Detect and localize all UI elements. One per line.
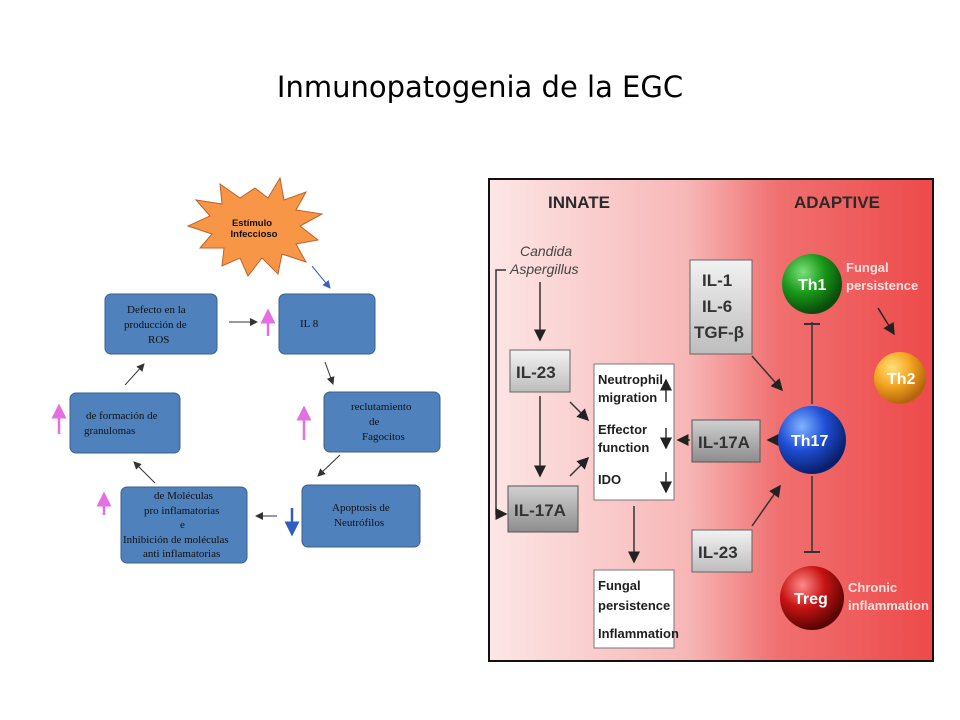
node-ros-line-1: Defecto en la (127, 304, 186, 316)
arrow-granulomas-to-ros (124, 363, 145, 386)
cytokines-box (689, 259, 753, 355)
node-moleculas-line-5: anti inflamatorias (143, 548, 220, 560)
node-moleculas-line-2: pro inflamatorias (144, 505, 219, 517)
node-reclutamiento-line-3: Fagocitos (362, 431, 405, 443)
immunopathogenesis-cycle-diagram: Estímulo Infeccioso IL 8 reclutamiento d… (51, 176, 441, 564)
effect-ido: IDO (598, 472, 621, 487)
th2-label: Th2 (887, 371, 916, 388)
node-moleculas: de Moléculas pro inflamatorias e Inhibic… (120, 486, 248, 564)
node-ros-line-2: producción de (124, 319, 187, 331)
th1-cell (782, 254, 842, 314)
effect-migration: migration (598, 390, 657, 405)
arrow-il8-to-reclutamiento (324, 361, 335, 385)
node-moleculas-line-3: e (180, 519, 185, 531)
cytokine-il6: IL-6 (702, 297, 732, 316)
innate-adaptive-figure: INNATE ADAPTIVE Candida Aspergillus IL-2… (488, 178, 934, 662)
il17a-left-box (507, 485, 579, 533)
th1-label: Th1 (798, 277, 827, 294)
arrow-th1-to-th2 (877, 307, 895, 336)
node-apoptosis: Apoptosis de Neutrófilos (301, 484, 421, 548)
il23-mid-box (691, 529, 753, 573)
treg-cell (780, 566, 844, 630)
il23-mid-label: IL-23 (698, 543, 738, 562)
th17-cell (778, 406, 846, 474)
il23-left-label: IL-23 (516, 363, 556, 382)
node-granulomas-line-1: de formación de (86, 410, 158, 422)
pathogen-bracket-arrow (495, 269, 508, 520)
stimulus-arrow (311, 265, 331, 289)
il23-left-box (509, 349, 571, 393)
effect-function: function (598, 440, 649, 455)
pathogen-candida: Candida (520, 243, 572, 259)
innate-header: INNATE (548, 193, 610, 212)
il17a-mid-box (691, 419, 761, 463)
il17a-left-label: IL-17A (514, 501, 566, 520)
node-moleculas-line-1: de Moléculas (154, 490, 213, 502)
infectious-stimulus-burst: Estímulo Infeccioso (186, 176, 324, 277)
node-ros: Defecto en la producción de ROS (104, 293, 218, 355)
node-apoptosis-line-1: Apoptosis de (332, 502, 390, 514)
arrow-il23-to-th17 (751, 484, 781, 527)
fungal-persistence-line-2: persistence (846, 278, 918, 293)
node-granulomas-line-2: granulomas (84, 425, 135, 437)
node-apoptosis-line-2: Neutrófilos (334, 517, 384, 529)
th17-label: Th17 (791, 433, 828, 450)
node-ros-line-3: ROS (148, 334, 169, 346)
node-reclutamiento-line-1: reclutamiento (351, 401, 412, 413)
node-il8: IL 8 (278, 293, 376, 355)
cytokine-tgfb: TGF-β (694, 323, 744, 342)
node-il8-label: IL 8 (300, 318, 319, 330)
pathogen-aspergillus: Aspergillus (509, 261, 578, 277)
treg-label: Treg (794, 591, 828, 608)
node-reclutamiento: reclutamiento de Fagocitos (323, 391, 441, 453)
outcome-persistence: persistence (598, 598, 670, 613)
cytokine-il1: IL-1 (702, 271, 732, 290)
chronic-inflammation-line-1: Chronic (848, 580, 897, 595)
il17a-mid-label: IL-17A (698, 433, 750, 452)
node-reclutamiento-line-2: de (369, 416, 380, 428)
node-granulomas: de formación de granulomas (69, 392, 181, 454)
outcome-inflammation: Inflammation (598, 626, 679, 641)
burst-line-1: Estímulo (232, 218, 272, 229)
outcome-box (593, 569, 675, 649)
node-moleculas-line-4: Inhibición de moléculas (123, 534, 229, 546)
arrow-moleculas-to-granulomas (133, 461, 156, 484)
effect-neutrophil: Neutrophil (598, 372, 663, 387)
slide-title: Inmunopatogenia de la EGC (276, 70, 684, 104)
burst-line-2: Infeccioso (231, 229, 278, 240)
arrow-cytokines-to-th17 (751, 355, 783, 392)
effect-effector: Effector (598, 422, 647, 437)
arrow-il23-to-effects (569, 401, 590, 422)
outcome-fungal: Fungal (598, 578, 641, 593)
fungal-persistence-line-1: Fungal (846, 260, 889, 275)
chronic-inflammation-line-2: inflammation (848, 598, 929, 613)
th2-cell (874, 352, 926, 404)
arrow-il17a-to-effects (569, 456, 590, 477)
arrow-reclutamiento-to-apoptosis (317, 454, 341, 477)
adaptive-header: ADAPTIVE (794, 193, 880, 212)
